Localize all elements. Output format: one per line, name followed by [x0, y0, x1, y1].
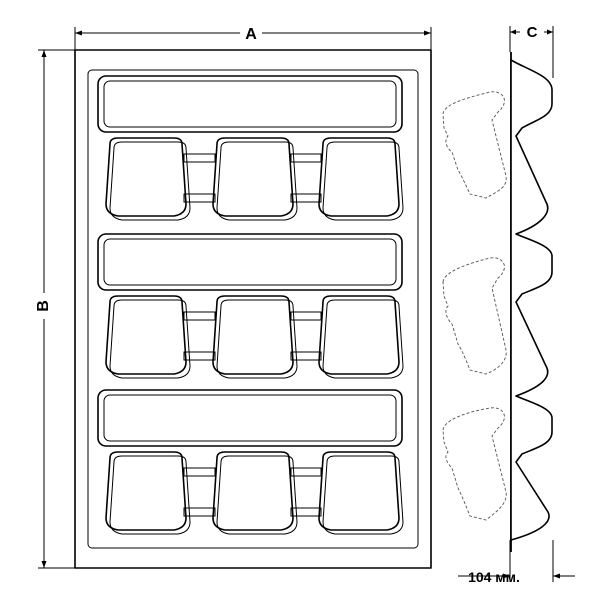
cup-compartment [318, 295, 400, 375]
cup-bridge [183, 193, 216, 203]
cup-compartment-inner [322, 299, 404, 379]
tray-front-view [74, 49, 432, 569]
cup-compartment [105, 295, 187, 375]
cup-compartment-inner [216, 455, 298, 535]
cup-compartment-inner [109, 299, 191, 379]
long-compartment-inner [103, 80, 397, 128]
long-compartment-inner [103, 394, 397, 442]
cup-bridge [290, 193, 322, 203]
dashed-insert-2 [442, 257, 507, 375]
cup-compartment [212, 451, 294, 531]
cup-bridge [290, 467, 322, 477]
cup-bridge [183, 467, 216, 477]
cup-compartment-inner [109, 141, 191, 221]
cup-compartment [212, 137, 294, 217]
dimension-c: C [509, 24, 554, 78]
cup-compartment [318, 451, 400, 531]
cup-compartment-inner [109, 455, 191, 535]
cup-bridge [183, 153, 216, 163]
dimension-b: B [35, 49, 75, 569]
dimension-base-depth: 104 мм. [458, 540, 575, 585]
long-compartment-inner [103, 238, 397, 286]
dimension-b-label: B [35, 300, 52, 312]
long-compartment [97, 389, 403, 447]
cup-compartment-inner [322, 455, 404, 535]
cup-bridge [183, 507, 216, 517]
dashed-insert-1 [442, 91, 507, 199]
cup-compartment [105, 137, 187, 217]
profile-outline [510, 59, 553, 541]
dimension-a-label: A [245, 26, 257, 43]
cup-bridge [290, 351, 322, 361]
cup-compartment-inner [322, 141, 404, 221]
long-compartment [97, 75, 403, 133]
dimension-a: A [74, 26, 432, 50]
cup-bridge [183, 311, 216, 321]
cup-bridge [290, 311, 322, 321]
cup-bridge [183, 351, 216, 361]
cup-compartment [212, 295, 294, 375]
dashed-insert-3 [442, 407, 507, 521]
tray-inner-frame [87, 69, 419, 549]
dimension-c-label: C [527, 24, 538, 41]
cup-compartment-inner [216, 299, 298, 379]
cup-compartment [105, 451, 187, 531]
base-depth-label: 104 мм. [468, 569, 520, 585]
tray-side-profile: C 104 мм. [442, 24, 575, 585]
long-compartment [97, 233, 403, 291]
cup-compartment-inner [216, 141, 298, 221]
cup-bridge [290, 507, 322, 517]
cup-bridge [290, 153, 322, 163]
cup-compartment [318, 137, 400, 217]
